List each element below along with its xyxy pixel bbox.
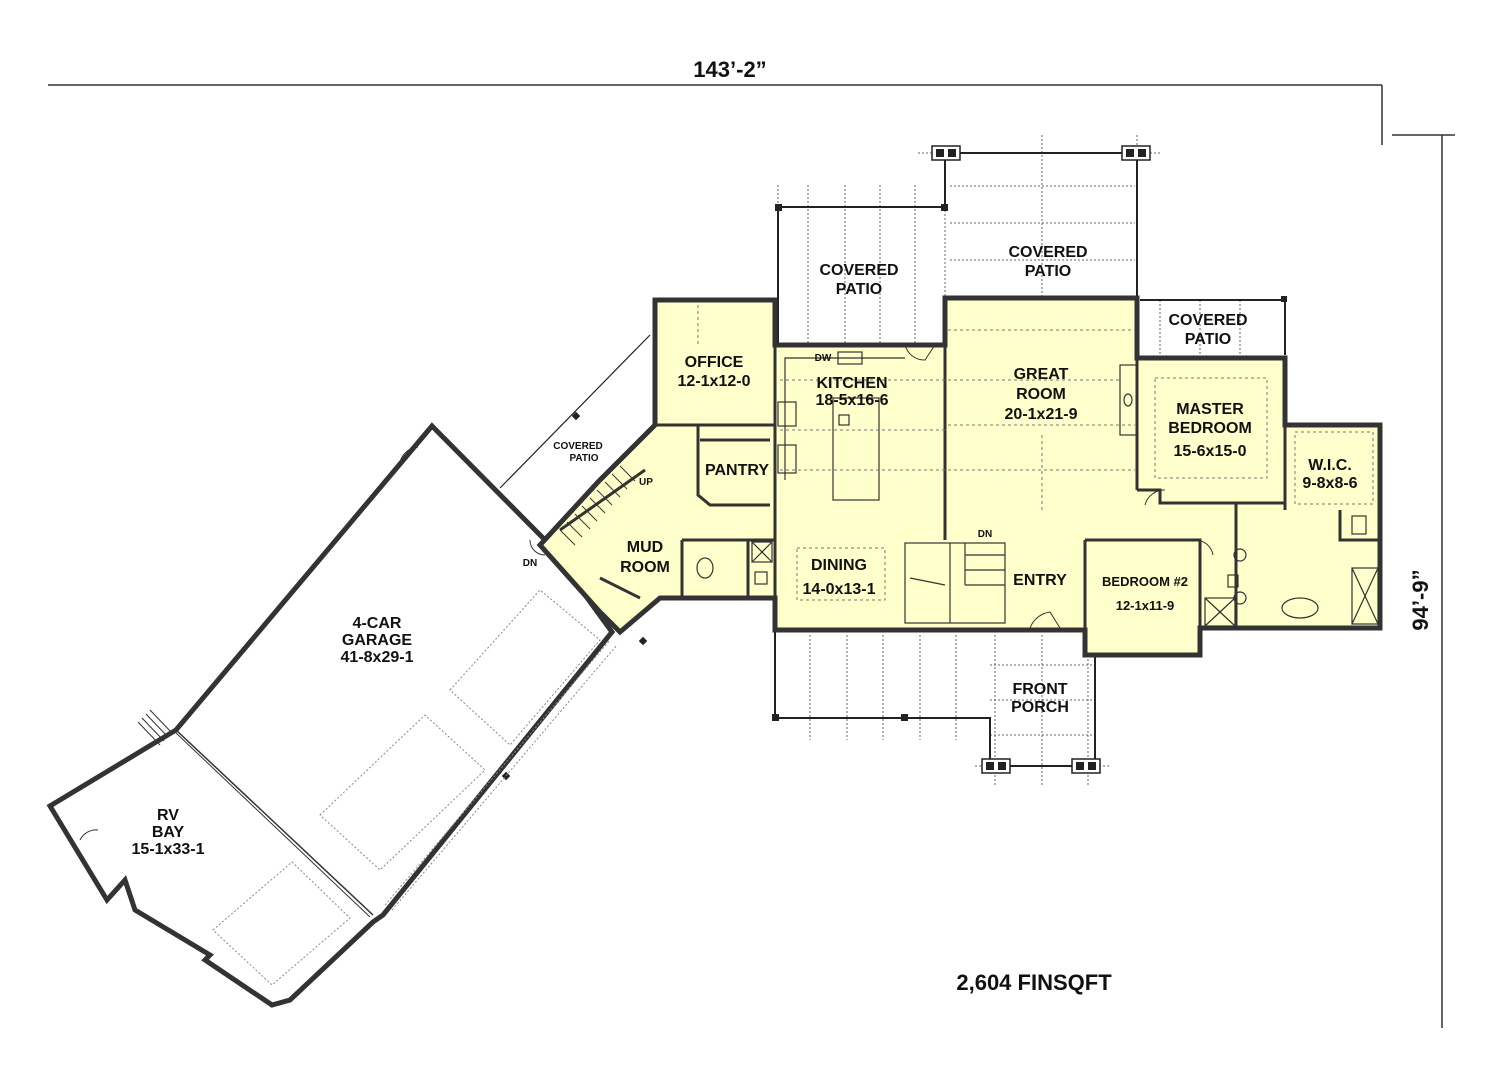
covered-patio-3-line2: PATIO xyxy=(1185,331,1232,348)
mud-room-label-2: ROOM xyxy=(620,559,670,576)
pantry-label: PANTRY xyxy=(705,462,769,479)
mud-room-label-1: MUD xyxy=(627,539,663,556)
bedroom2-label: BEDROOM #2 xyxy=(1102,574,1188,589)
rv-bay-label-1: RV xyxy=(157,807,179,824)
kitchen-label: KITCHEN xyxy=(816,375,887,392)
stairs-up-label: UP xyxy=(639,477,653,488)
covered-patio-1-line2: PATIO xyxy=(836,281,883,298)
master-bedroom-label-1: MASTER xyxy=(1176,401,1244,418)
garage-size: 41-8x29-1 xyxy=(341,649,414,666)
main-house xyxy=(529,295,1383,658)
mudroom-stairs xyxy=(559,465,636,546)
master-bedroom-label-2: BEDROOM xyxy=(1168,420,1252,437)
room-labels: OFFICE 12-1x12-0 KITCHEN 18-5x16-6 PANTR… xyxy=(132,244,1358,858)
dishwasher-label: DW xyxy=(815,353,832,364)
office-size: 12-1x12-0 xyxy=(678,373,751,390)
dining-size: 14-0x13-1 xyxy=(803,581,876,598)
width-dimension-label: 143’-2” xyxy=(693,57,766,82)
front-porch-label-1: FRONT xyxy=(1012,681,1067,698)
covered-patio-4-line2: PATIO xyxy=(569,453,598,464)
stairs-down-mud-label: DN xyxy=(523,558,537,569)
great-room-label-2: ROOM xyxy=(1016,386,1066,403)
master-bedroom-size: 15-6x15-0 xyxy=(1174,443,1247,460)
covered-patio-2-line1: COVERED xyxy=(1008,244,1087,261)
front-porch-label-2: PORCH xyxy=(1011,699,1069,716)
depth-dimension: 94’-9” xyxy=(1392,134,1455,1028)
covered-patio-4-line1: COVERED xyxy=(553,441,602,452)
entry-label: ENTRY xyxy=(1013,572,1067,589)
great-room-size: 20-1x21-9 xyxy=(1005,406,1078,423)
office-label: OFFICE xyxy=(685,354,744,371)
covered-patio-1-line1: COVERED xyxy=(819,262,898,279)
side-patio xyxy=(499,334,651,489)
garage-label-1: 4-CAR xyxy=(353,615,402,632)
great-room-label-1: GREAT xyxy=(1014,366,1069,383)
stairs-down-entry-label: DN xyxy=(978,529,992,540)
width-dimension: 143’-2” xyxy=(48,57,1383,145)
bedroom2-size: 12-1x11-9 xyxy=(1116,598,1175,613)
total-area-label: 2,604 FINSQFT xyxy=(956,970,1112,995)
wic-size: 9-8x8-6 xyxy=(1302,475,1357,492)
kitchen-size: 18-5x16-6 xyxy=(816,392,889,409)
rv-bay-size: 15-1x33-1 xyxy=(132,841,205,858)
garage-wing xyxy=(46,422,618,1008)
dining-label: DINING xyxy=(811,557,867,574)
rv-bay-label-2: BAY xyxy=(152,824,185,841)
garage-label-2: GARAGE xyxy=(342,632,413,649)
covered-patio-2-line2: PATIO xyxy=(1025,263,1072,280)
wic-label: W.I.C. xyxy=(1308,457,1352,474)
depth-dimension-label: 94’-9” xyxy=(1408,569,1433,630)
covered-patio-3-line1: COVERED xyxy=(1168,312,1247,329)
